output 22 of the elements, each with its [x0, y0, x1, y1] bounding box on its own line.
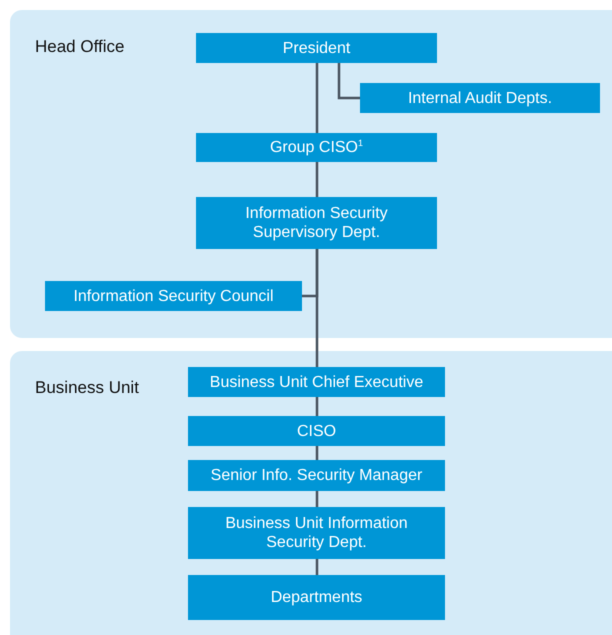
org-unit-box: President — [196, 33, 437, 63]
section-heading: Business Unit — [35, 378, 139, 398]
connector-line — [316, 249, 318, 367]
org-unit-box: Group CISO$^{1}$ — [196, 133, 437, 162]
connector-line — [316, 559, 318, 575]
connector-line — [316, 491, 318, 507]
org-unit-box: Departments — [188, 575, 445, 620]
connector-line — [316, 397, 318, 416]
connector-line — [316, 162, 318, 197]
org-unit-box: Information Security Council — [45, 281, 302, 311]
org-unit-box: Senior Info. Security Manager — [188, 460, 445, 491]
org-unit-box: Internal Audit Depts. — [360, 83, 600, 113]
org-unit-box: CISO — [188, 416, 445, 446]
connector-line — [316, 63, 318, 133]
org-unit-box: Business Unit Chief Executive — [188, 367, 445, 397]
section-panel — [10, 10, 612, 338]
section-heading: Head Office — [35, 37, 124, 57]
connector-line — [338, 63, 360, 100]
org-unit-box: Business Unit Information Security Dept. — [188, 507, 445, 559]
connector-line — [316, 446, 318, 460]
org-unit-box: Information Security Supervisory Dept. — [196, 197, 437, 249]
section-panel — [10, 351, 612, 635]
